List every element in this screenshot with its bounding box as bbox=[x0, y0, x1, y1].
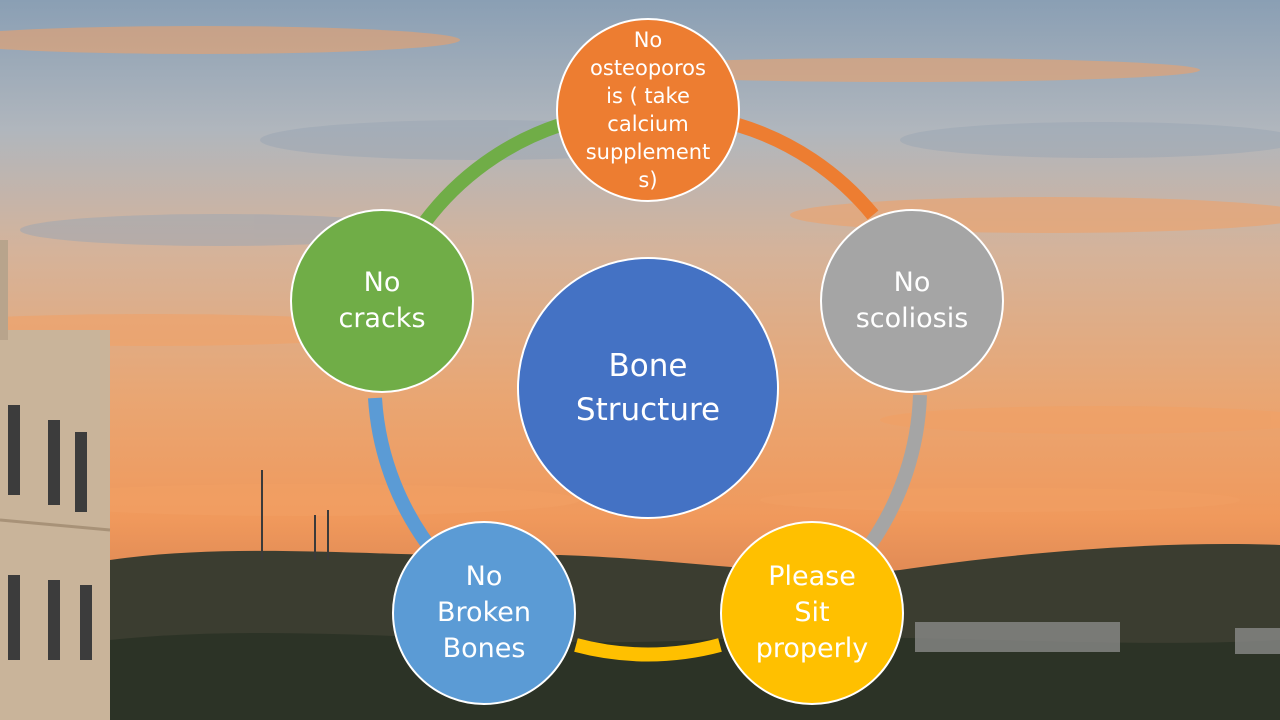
ring-arc-blue bbox=[368, 397, 446, 565]
node-label: No osteoporos is ( take calcium suppleme… bbox=[585, 28, 711, 192]
node-label: Please Sit properly bbox=[755, 561, 869, 664]
node-label: No cracks bbox=[338, 267, 426, 334]
ring-arc-orange bbox=[735, 118, 879, 220]
center-node-bone-structure: Bone Structure bbox=[517, 257, 779, 519]
ring-arc-green bbox=[419, 118, 563, 227]
node-label: No Broken Bones bbox=[437, 561, 531, 664]
node-no-scoliosis: No scoliosis bbox=[820, 209, 1004, 393]
center-node-label: Bone Structure bbox=[575, 348, 721, 428]
node-no-broken-bones: No Broken Bones bbox=[392, 521, 576, 705]
node-label: No scoliosis bbox=[855, 267, 969, 334]
ring-arc-gray bbox=[864, 394, 927, 550]
ring-arc-yellow bbox=[574, 638, 722, 662]
node-please-sit-properly: Please Sit properly bbox=[720, 521, 904, 705]
node-no-cracks: No cracks bbox=[290, 209, 474, 393]
node-no-osteoporosis: No osteoporos is ( take calcium suppleme… bbox=[556, 18, 740, 202]
